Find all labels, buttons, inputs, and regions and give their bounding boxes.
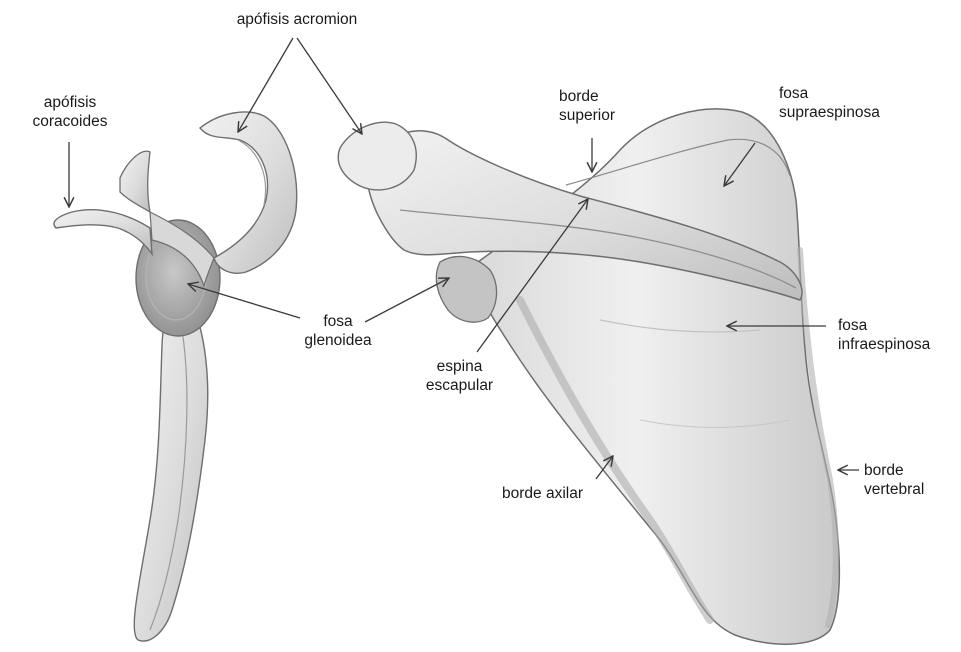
leader-acromion-right (297, 38, 362, 134)
label-supraespinosa-line1: fosa (779, 84, 880, 103)
lateral-blade-shape (134, 300, 207, 641)
posterior-acromion-shape (338, 122, 416, 190)
label-borde-vertebral: borde vertebral (864, 461, 924, 499)
label-glenoidea-line2: glenoidea (298, 331, 378, 350)
label-borde-superior-line2: superior (559, 106, 615, 125)
label-borde-axilar-text: borde axilar (502, 485, 583, 502)
label-borde-axilar: borde axilar (502, 484, 583, 503)
label-borde-vertebral-line1: borde (864, 461, 924, 480)
label-acromion: apófisis acromion (222, 10, 372, 29)
label-supraespinosa-line2: supraespinosa (779, 103, 880, 122)
label-infraespinosa: fosa infraespinosa (838, 316, 930, 354)
label-espina-line2: escapular (412, 376, 507, 395)
label-infraespinosa-line2: infraespinosa (838, 335, 930, 354)
label-borde-superior: borde superior (559, 87, 615, 125)
label-coracoides-line1: apófisis (20, 93, 120, 112)
coracoid-upper-spur (120, 151, 150, 212)
lateral-view-scapula (54, 112, 297, 641)
label-coracoides: apófisis coracoides (20, 93, 120, 131)
label-acromion-text: apófisis acromion (237, 11, 358, 28)
label-glenoidea: fosa glenoidea (298, 312, 378, 350)
label-infraespinosa-line1: fosa (838, 316, 930, 335)
label-espina-line1: espina (412, 357, 507, 376)
label-espina: espina escapular (412, 357, 507, 395)
label-borde-superior-line1: borde (559, 87, 615, 106)
label-borde-vertebral-line2: vertebral (864, 480, 924, 499)
label-glenoidea-line1: fosa (298, 312, 378, 331)
label-coracoides-line2: coracoides (20, 112, 120, 131)
label-supraespinosa: fosa supraespinosa (779, 84, 880, 122)
coracoid-process-shape (54, 210, 152, 254)
